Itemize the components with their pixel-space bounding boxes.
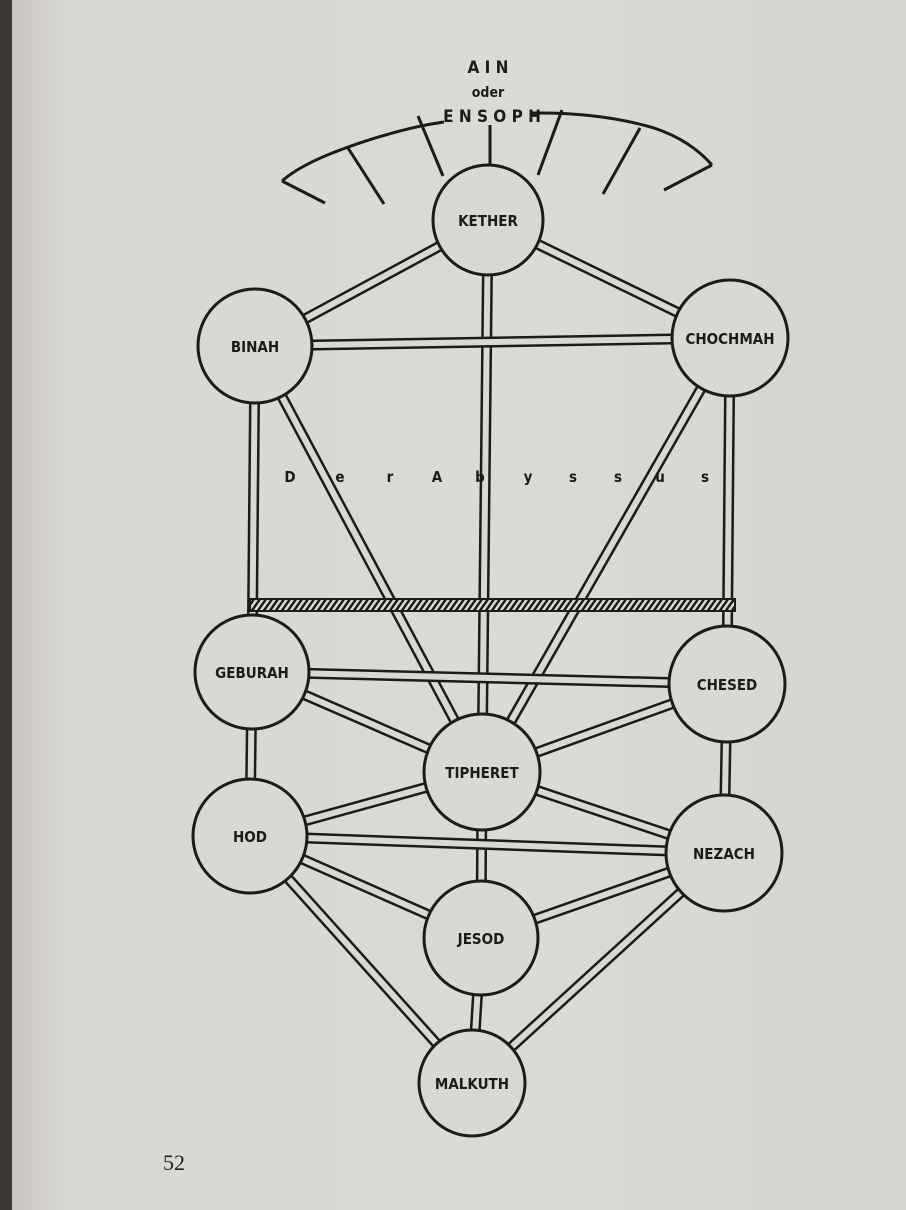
abyss-bar [249,598,736,612]
sephira-circle [196,287,314,405]
ain-label: A I N [468,58,509,78]
sephirot-layer: KETHER BINAH CHOCHMAH GEBURAH CHESED TIPHERET… [191,163,790,1138]
sephira-circle [670,278,790,398]
abyss-letter: A [432,468,443,486]
sephira-circle [191,777,309,895]
sephira-circle [417,1028,527,1138]
path-geburah-chesed [251,669,728,687]
path-binah-chochmah [254,335,731,349]
sephira-hod: HOD [191,777,309,895]
abyss-letter: s [701,468,709,486]
sephira-jesod: JESOD [422,879,540,997]
sephira-geburah: GEBURAH [193,613,311,731]
sephira-malkuth: MALKUTH [417,1028,527,1138]
abyss-letter: s [614,468,622,486]
sephira-label: BINAH [231,338,279,356]
sephira-circle [664,793,784,913]
path-binah-tipheret [252,344,485,774]
path-chochmah-tipheret [479,336,733,774]
abyss-letter: y [524,468,533,486]
sephira-label: JESOD [457,930,505,948]
sephira-label: NEZACH [693,845,755,863]
sephira-nezach: NEZACH [664,793,784,913]
abyss-letter: u [655,468,665,486]
abyss-letter: r [387,468,394,486]
path-hod-nezach [249,833,725,856]
sephira-label: TIPHERET [445,764,519,782]
sephira-label: KETHER [458,212,518,230]
sephira-label: CHESED [697,676,758,694]
sephira-kether: KETHER [431,163,545,277]
ensoph-label: E N S O P H [443,107,541,127]
abyss-letter: b [475,468,485,486]
sephira-label: GEBURAH [215,664,289,682]
sephira-label: MALKUTH [435,1075,509,1093]
sephira-binah: BINAH [196,287,314,405]
abyss-letter: s [569,468,577,486]
sephira-label: CHOCHMAH [685,330,774,348]
sephira-label: HOD [233,828,267,846]
sephira-circle [422,712,542,832]
oder-label: oder [472,85,505,101]
abyss-letter: e [335,468,344,486]
sephira-chochmah: CHOCHMAH [670,278,790,398]
crown-arc [281,111,714,183]
abyss-letter: D [284,468,295,486]
page-number: 52 [163,1150,185,1175]
sephira-tipheret: TIPHERET [422,712,542,832]
sephira-circle [667,624,787,744]
sephira-circle [193,613,311,731]
sephira-chesed: CHESED [667,624,787,744]
sephira-circle [431,163,545,277]
ain-soph-crown [281,109,714,205]
sephira-circle [422,879,540,997]
